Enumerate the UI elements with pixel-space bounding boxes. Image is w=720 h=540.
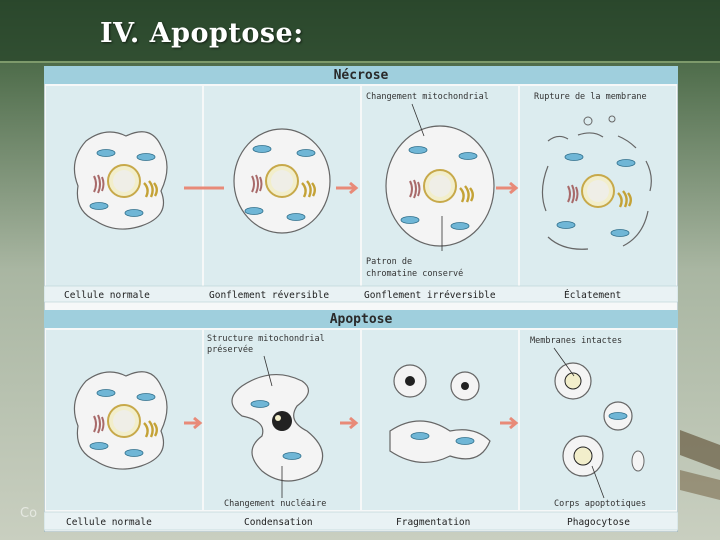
- slide-title: IV. Apoptose:: [100, 18, 304, 49]
- apoptose-stage-1: Cellule normale: [66, 517, 152, 528]
- necrose-cell-reversible: [234, 129, 330, 233]
- annotation-nuclear-change: Changement nucléaire: [224, 498, 326, 509]
- necrose-cell-irreversible: [386, 126, 494, 246]
- necrose-stage-3: Gonflement irréversible: [364, 290, 496, 301]
- footer-mark: Co: [20, 506, 37, 521]
- annotation-chromatin-pattern-1: Patron de: [366, 257, 412, 267]
- annotation-mitochondrial-change: Changement mitochondrial: [366, 92, 489, 102]
- annotation-mito-structure-1: Structure mitochondrial: [207, 334, 325, 344]
- apoptose-stage-4: Phagocytose: [567, 517, 630, 528]
- annotation-intact-membranes: Membranes intactes: [530, 336, 622, 346]
- annotation-apoptotic-bodies: Corps apoptotiques: [554, 499, 646, 509]
- annotation-chromatin-pattern-2: chromatine conservé: [366, 268, 463, 279]
- annotation-membrane-rupture: Rupture de la membrane: [534, 92, 647, 102]
- necrosis-apoptosis-diagram: Nécrose Changement mitochondrial Rupture…: [44, 66, 678, 532]
- apoptose-panel-3: [362, 330, 518, 510]
- necrose-stage-1: Cellule normale: [64, 290, 150, 301]
- annotation-mito-structure-2: préservée: [207, 344, 253, 355]
- apoptose-header: Apoptose: [330, 312, 393, 327]
- apoptose-cell-normal: [74, 372, 167, 469]
- necrose-stage-4: Éclatement: [564, 289, 621, 301]
- necrose-stage-2: Gonflement réversible: [209, 290, 329, 301]
- apoptose-stage-2: Condensation: [244, 517, 313, 528]
- necrose-header: Nécrose: [334, 68, 389, 83]
- apoptose-stage-3: Fragmentation: [396, 517, 470, 528]
- necrose-cell-normal: [74, 132, 167, 229]
